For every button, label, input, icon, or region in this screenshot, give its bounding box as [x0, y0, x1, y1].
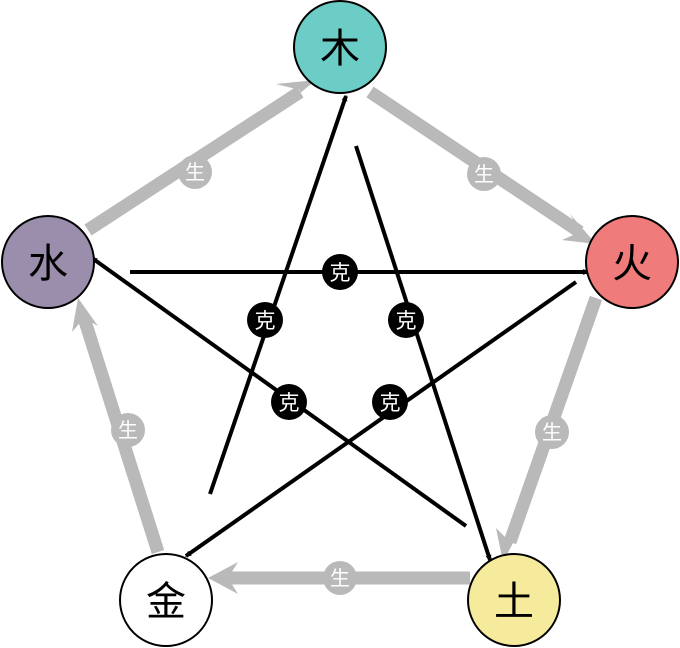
- ke-cycle: [90, 94, 590, 562]
- node-fire-circle: [585, 215, 679, 309]
- ke-badge-earth-water: 克: [271, 384, 307, 420]
- node-earth-label: 土: [494, 579, 534, 625]
- sheng-arrowhead-metal-water: [72, 298, 98, 332]
- ke-label: 克: [279, 391, 300, 415]
- sheng-badge-water-wood: 生: [178, 155, 212, 189]
- sheng-label: 生: [185, 160, 205, 184]
- sheng-badge-earth-metal: 生: [323, 561, 357, 595]
- ke-label: 克: [396, 309, 417, 333]
- sheng-labels: 生 生 生 生 生: [111, 155, 569, 595]
- ke-arrow-fire-metal: [184, 280, 578, 558]
- ke-label: 克: [380, 391, 401, 415]
- sheng-arrowhead-wood-fire: [562, 214, 596, 244]
- sheng-arrowhead-fire-earth: [496, 526, 522, 562]
- sheng-arrowhead-water-wood: [276, 80, 316, 103]
- node-metal-label: 金: [146, 579, 186, 625]
- sheng-label: 生: [330, 566, 350, 590]
- ke-label: 克: [330, 261, 351, 285]
- ke-badge-wood-earth: 克: [388, 302, 424, 338]
- node-wood: 木: [293, 0, 387, 94]
- ke-labels: 克 克 克 克 克: [247, 254, 424, 420]
- ke-arrow-wood-earth: [354, 145, 492, 562]
- sheng-badge-fire-earth: 生: [535, 415, 569, 449]
- sheng-badge-metal-water: 生: [111, 413, 145, 447]
- ke-badge-metal-wood: 克: [247, 302, 283, 338]
- ke-label: 克: [255, 309, 276, 333]
- sheng-label: 生: [118, 418, 138, 442]
- node-earth: 土: [467, 553, 561, 647]
- node-earth-circle: [467, 553, 561, 647]
- ke-badge-water-fire: 克: [322, 254, 358, 290]
- sheng-label: 生: [542, 420, 562, 444]
- node-wood-label: 木: [320, 26, 360, 72]
- ke-arrow-metal-wood: [208, 94, 348, 495]
- sheng-label: 生: [474, 162, 494, 186]
- ke-badge-fire-metal: 克: [372, 384, 408, 420]
- node-water-label: 水: [28, 241, 68, 287]
- node-metal: 金: [119, 553, 213, 647]
- node-wood-circle: [293, 0, 387, 94]
- node-fire-label: 火: [612, 241, 652, 287]
- sheng-badge-wood-fire: 生: [467, 157, 501, 191]
- node-water-circle: [1, 215, 95, 309]
- sheng-cycle: [72, 80, 603, 594]
- node-metal-circle: [119, 553, 213, 647]
- sheng-arrowhead-earth-metal: [208, 562, 238, 594]
- node-fire: 火: [585, 215, 679, 309]
- node-water: 水: [1, 215, 95, 309]
